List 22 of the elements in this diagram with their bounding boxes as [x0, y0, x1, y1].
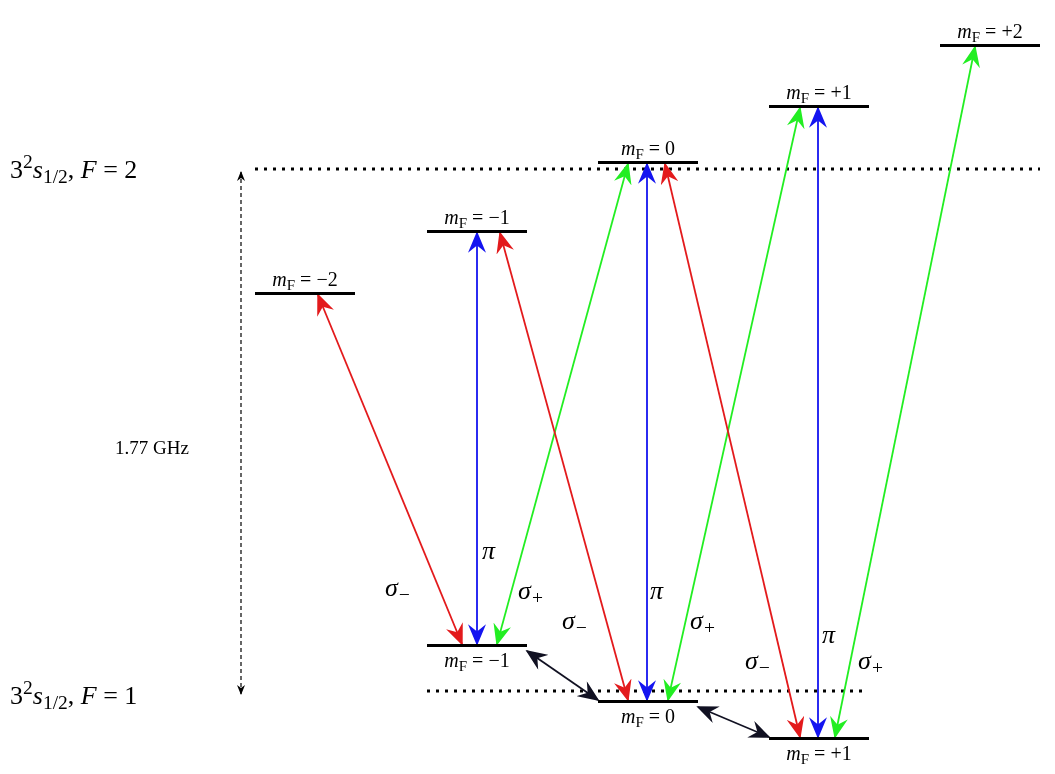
dimension-label: 1.77 GHz — [115, 436, 189, 460]
transition-arrow — [696, 706, 771, 738]
level-label: m$_{F}$ = 0 — [620, 136, 676, 161]
transition-arrow — [525, 650, 600, 701]
level-label: m$_{F}$ = +2 — [957, 19, 1023, 44]
level-label: m$_{F}$ = +1 — [786, 80, 852, 105]
transition-arrow — [468, 231, 486, 646]
transition-arrow — [830, 45, 980, 739]
transition-arrow — [660, 162, 805, 739]
state-label: 3$^{2}$s$_{1/2}$, F = 2 — [10, 150, 138, 189]
transition-arrow — [496, 231, 632, 702]
transition-arrow — [663, 106, 805, 702]
transition-arrow — [493, 162, 632, 646]
level-label: m$_{F}$ = +1 — [786, 741, 852, 766]
transition-arrow — [638, 162, 656, 702]
transition-arrow — [317, 293, 463, 646]
transition-arrow — [809, 106, 827, 739]
level-label: m$_{F}$ = −1 — [444, 648, 510, 673]
level-label: m$_{F}$ = 0 — [620, 704, 676, 729]
state-label: 3$^{2}$s$_{1/2}$, F = 1 — [10, 676, 138, 715]
level-label: m$_{F}$ = −2 — [272, 267, 338, 292]
level-label: m$_{F}$ = −1 — [444, 205, 510, 230]
